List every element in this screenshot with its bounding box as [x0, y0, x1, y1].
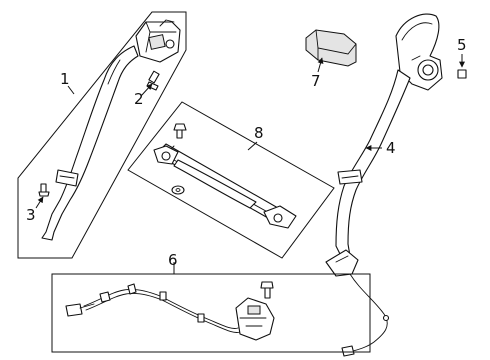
callout-1: 1 — [60, 70, 70, 88]
group-6-frame — [51, 273, 371, 353]
seat-belt-assembly-1 — [41, 19, 181, 241]
bolt-3 — [38, 183, 50, 197]
callout-5: 5 — [457, 36, 467, 54]
cover-7 — [305, 29, 357, 67]
callout-2: 2 — [134, 90, 144, 108]
callout-8: 8 — [254, 124, 264, 142]
bolt-5 — [457, 69, 467, 79]
seat-belt-assembly-4 — [325, 13, 443, 357]
callout-7: 7 — [311, 72, 321, 90]
anchor-bracket-8 — [153, 123, 297, 229]
group-1-frame — [17, 11, 187, 259]
callout-4: 4 — [386, 139, 396, 157]
wiring-harness-6 — [65, 281, 275, 341]
callout-3: 3 — [26, 206, 36, 224]
callout-6: 6 — [168, 251, 178, 269]
group-8-frame — [127, 101, 335, 259]
